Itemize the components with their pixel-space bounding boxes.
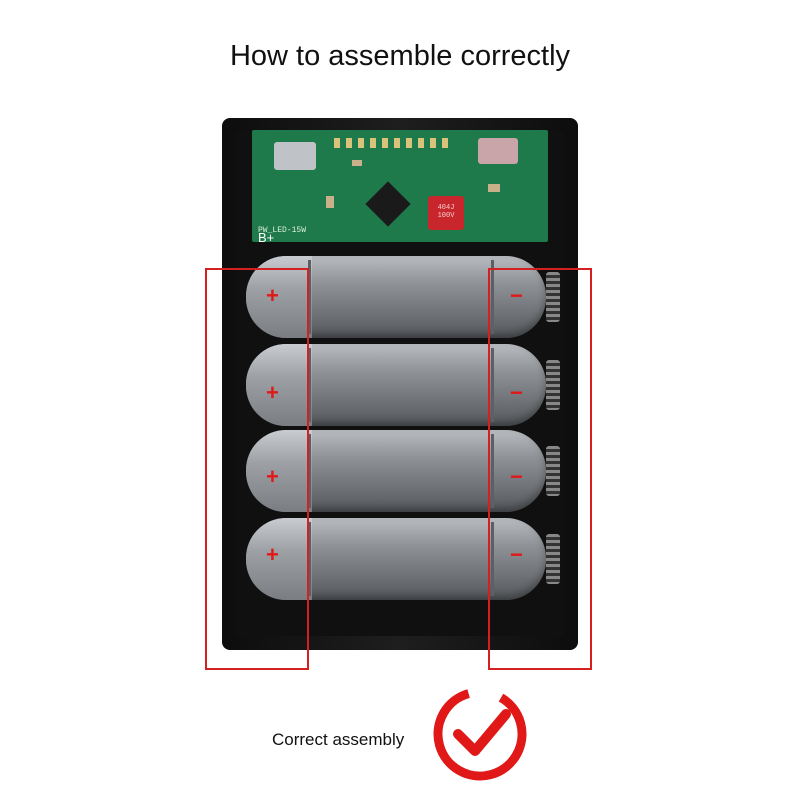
battery-seam	[308, 260, 311, 334]
battery-cell-4	[246, 518, 546, 600]
battery-seam	[491, 348, 494, 422]
battery-seam	[308, 434, 311, 508]
battery-seam	[308, 522, 311, 596]
battery-positive-end	[246, 344, 312, 426]
capacitor: 404J 100V	[428, 196, 464, 230]
battery-seam	[491, 260, 494, 334]
spring-contact	[546, 534, 560, 584]
usb-port-left	[274, 142, 316, 170]
spring-contact	[546, 360, 560, 410]
battery-seam	[491, 434, 494, 508]
battery-seam	[308, 348, 311, 422]
pcb-silkscreen: PW_LED-15W	[258, 226, 307, 235]
spring-contact	[546, 272, 560, 322]
smd-component	[326, 196, 334, 208]
negative-sign: −	[510, 464, 523, 489]
battery-cell-3	[246, 430, 546, 512]
pin-header	[334, 138, 454, 148]
capacitor-label: 404J 100V	[437, 204, 455, 220]
controller-chip	[365, 181, 411, 227]
negative-sign: −	[510, 283, 523, 308]
caption-correct-assembly: Correct assembly	[272, 730, 405, 749]
battery-positive-end	[246, 430, 312, 512]
negative-sign: −	[510, 542, 523, 567]
check-circle-icon	[433, 687, 527, 781]
negative-side-highlight	[488, 268, 592, 670]
battery-cell-2	[246, 344, 546, 426]
spring-contact	[546, 446, 560, 496]
positive-side-highlight	[205, 268, 309, 670]
positive-sign: +	[266, 464, 279, 489]
usb-port-right	[478, 138, 518, 164]
battery-positive-end	[246, 518, 312, 600]
pcb-terminal-label: B+	[258, 230, 275, 245]
circuit-board: 404J 100V PW_LED-15W	[252, 130, 548, 242]
positive-sign: +	[266, 283, 279, 308]
battery-seam	[491, 522, 494, 596]
smd-component	[352, 160, 362, 166]
positive-sign: +	[266, 542, 279, 567]
negative-sign: −	[510, 380, 523, 405]
smd-component	[488, 184, 500, 192]
page-title: How to assemble correctly	[229, 40, 571, 72]
positive-sign: +	[266, 380, 279, 405]
